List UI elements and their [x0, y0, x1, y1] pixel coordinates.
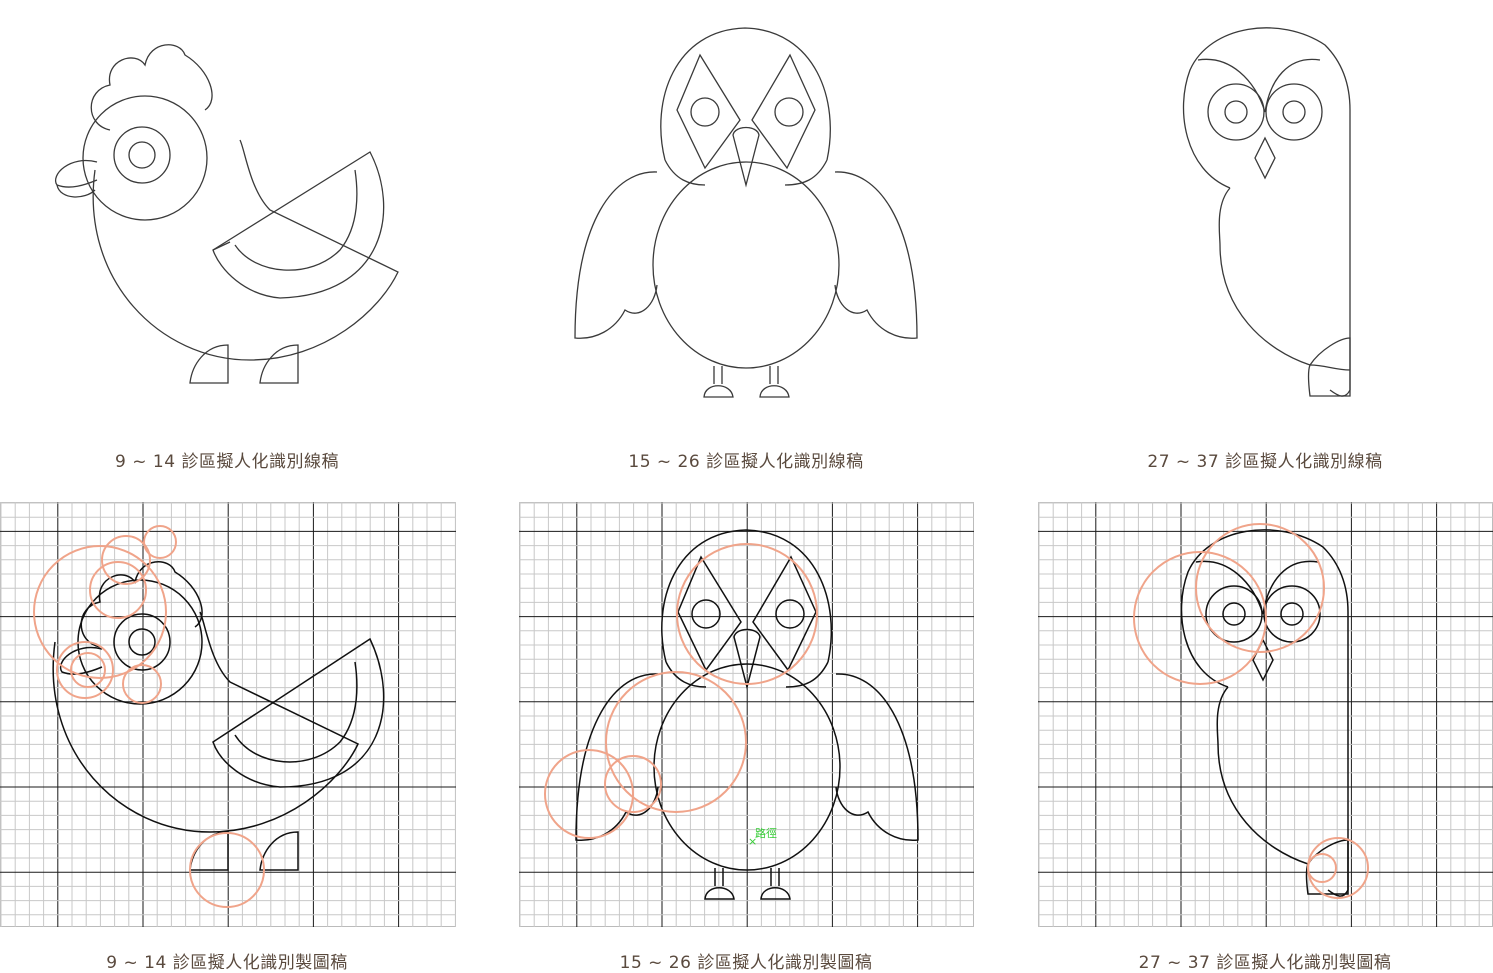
- caption-owl-front-line: 15 ~ 26 診區擬人化識別線稿: [628, 452, 864, 472]
- grid-frame: [1038, 502, 1493, 927]
- caption-owl-side-grid: 27 ~ 37 診區擬人化識別製圖稿: [1138, 953, 1392, 973]
- chicken-line-art: [40, 30, 420, 400]
- grid-frame: [519, 502, 974, 927]
- path-tag-marker: ×: [748, 835, 757, 848]
- caption-owl-side-line: 27 ~ 37 診區擬人化識別線稿: [1147, 452, 1383, 472]
- owl-front-construction-grid: 路徑 ×: [519, 502, 974, 927]
- caption-chicken-line: 9 ~ 14 診區擬人化識別線稿: [115, 452, 339, 472]
- grid-lines: [519, 502, 974, 927]
- caption-chicken-grid: 9 ~ 14 診區擬人化識別製圖稿: [106, 953, 348, 973]
- owl-side-line-art: [1170, 20, 1370, 410]
- guide-circles: [33, 525, 265, 908]
- caption-owl-front-grid: 15 ~ 26 診區擬人化識別製圖稿: [619, 953, 873, 973]
- chicken-drawing: [54, 44, 399, 384]
- grid-lines: [0, 502, 456, 927]
- guide-circles: [544, 543, 818, 839]
- owl-side-drawing: [1182, 27, 1351, 397]
- owl-side-construction-grid: [1038, 502, 1493, 927]
- owl-side-drawing: [1180, 529, 1349, 897]
- owl-front-drawing: [574, 27, 918, 398]
- owl-front-line-art: [565, 20, 935, 410]
- guide-circles: [1133, 523, 1369, 899]
- chicken-construction-grid: [0, 502, 456, 927]
- path-tag: 路徑: [755, 827, 777, 840]
